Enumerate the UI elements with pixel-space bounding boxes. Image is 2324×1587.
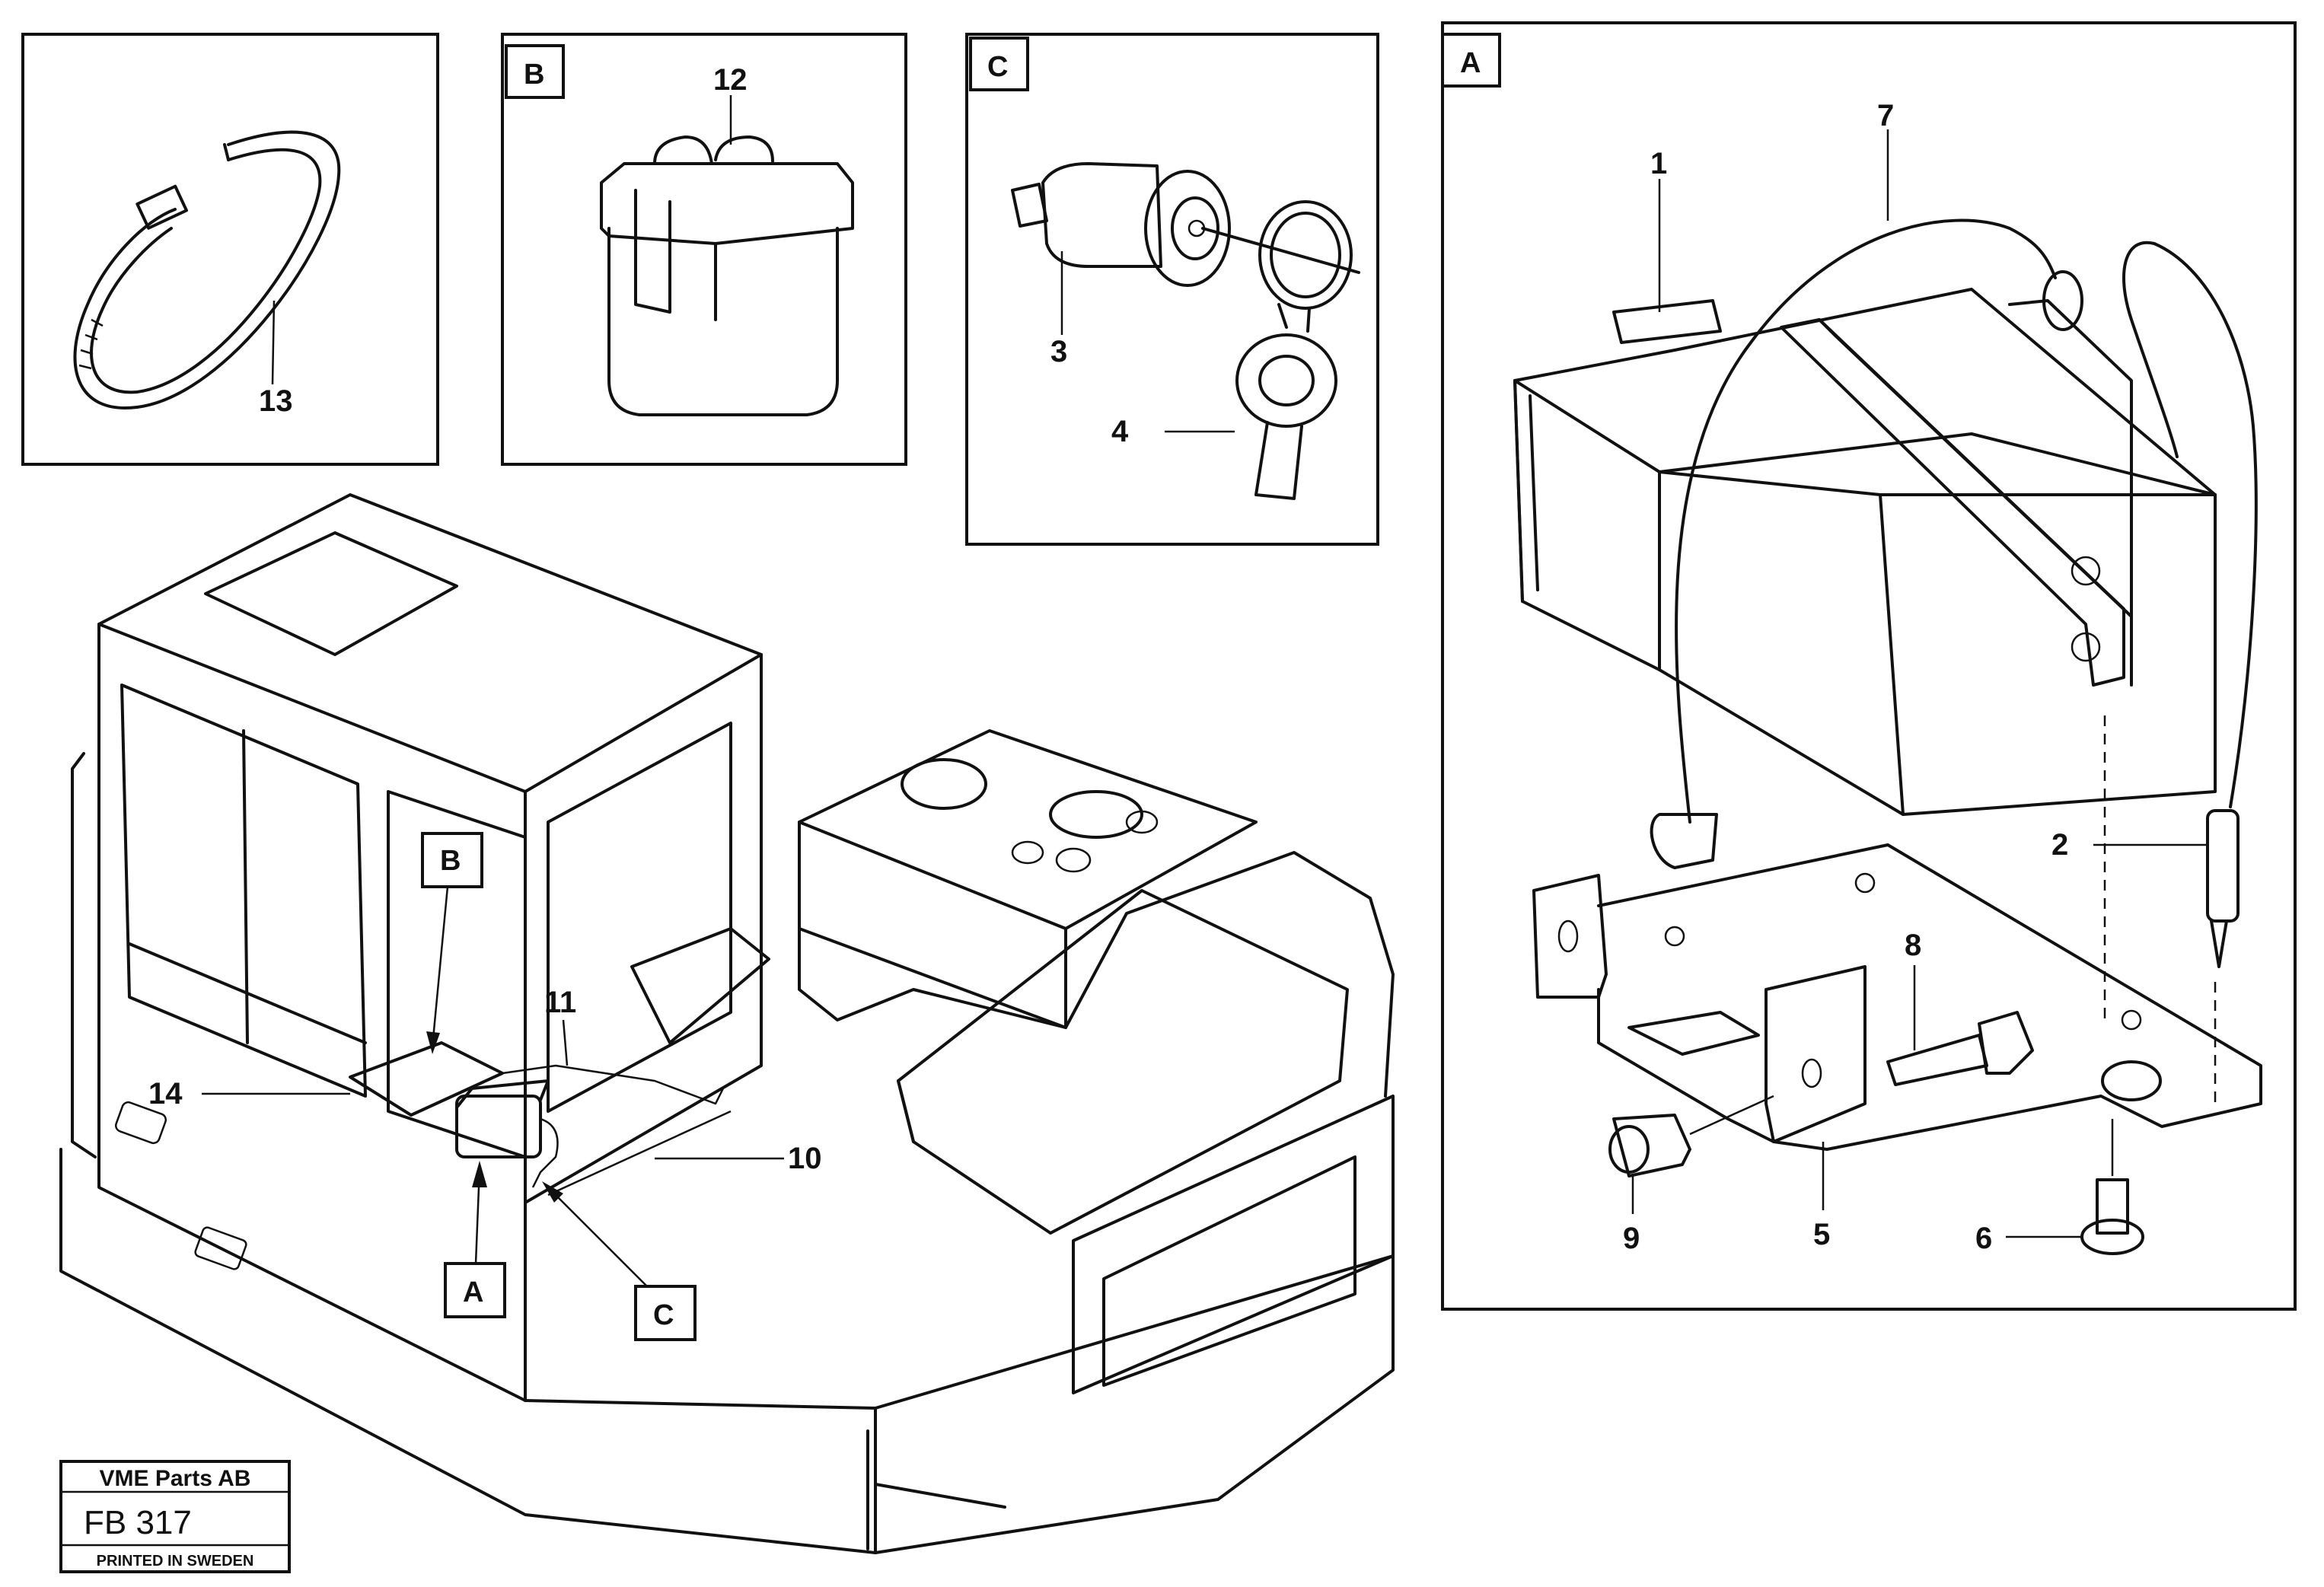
- leader-11: [562, 1019, 569, 1066]
- main-callouts: B A C 14 11 10: [148, 832, 822, 1341]
- part-number-2: 2: [2051, 828, 2068, 862]
- part-number-9: 9: [1623, 1222, 1640, 1255]
- mounting-bracket-14: [349, 1041, 504, 1117]
- part-number-10: 10: [788, 1142, 822, 1175]
- callout-a: A: [463, 1276, 483, 1308]
- cab-windshield: [120, 684, 367, 1098]
- title-block: VME Parts AB FB 317 PRINTED IN SWEDEN: [59, 1460, 291, 1573]
- callout-box-b: [421, 832, 483, 888]
- detail-frame-b: B 12: [501, 33, 907, 466]
- part-number-14: 14: [148, 1077, 183, 1111]
- frame-tag-c: C: [987, 51, 1008, 83]
- arrow-a: [472, 1161, 487, 1187]
- cab-side-window: [547, 722, 732, 1113]
- callout-box-c: [634, 1285, 697, 1341]
- company-name: VME Parts AB: [100, 1466, 251, 1491]
- socket-cap-illustration: [1235, 200, 1353, 500]
- clamp-illustration: [1780, 299, 2133, 687]
- part-number-4: 4: [1111, 415, 1129, 448]
- leader-c: [547, 1187, 648, 1287]
- sensor-cable-illustration: [2122, 241, 2258, 968]
- box-body-illustration: [1513, 288, 2217, 816]
- arrow-c: [542, 1181, 563, 1203]
- engine-hood: [798, 729, 1258, 930]
- socket-illustration: [1011, 162, 1360, 287]
- relay-installed: [455, 1095, 542, 1158]
- roof-hatch: [204, 531, 458, 656]
- part-number-1: 1: [1650, 147, 1667, 180]
- box-lid-tab: [1612, 299, 1722, 344]
- leader-b: [431, 886, 449, 1047]
- bolt-illustration: [1886, 1011, 2034, 1086]
- part-number-11: 11: [544, 986, 576, 1019]
- ground-cable-illustration: [1650, 218, 2083, 869]
- callout-c: C: [653, 1299, 674, 1331]
- harness-11: [502, 1064, 725, 1105]
- engine-cover: [897, 889, 1349, 1235]
- counterweight-side: [1072, 1095, 1395, 1394]
- harness-10: [547, 1110, 732, 1197]
- mounting-plate-illustration: [1532, 843, 2262, 1151]
- frame-tag-box-b: [505, 44, 565, 99]
- detail-frame-c: C 3 4: [965, 33, 1379, 546]
- cab-roof: [97, 493, 763, 793]
- callout-b: B: [440, 845, 461, 877]
- part-number-13: 13: [259, 384, 293, 418]
- leader-13: [271, 300, 276, 385]
- nut-illustration: [1608, 1095, 1774, 1178]
- frame-tag-box-a: [1441, 33, 1501, 88]
- frame-tag-box-c: [969, 37, 1029, 91]
- chassis-front: [59, 1148, 877, 1554]
- excavator-upper-structure: [59, 493, 1395, 1554]
- part-number-7: 7: [1877, 99, 1894, 132]
- detail-frame-a: A: [1441, 21, 2297, 1311]
- part-number-6: 6: [1975, 1222, 1992, 1255]
- part-number-5: 5: [1813, 1218, 1830, 1251]
- printed-note: PRINTED IN SWEDEN: [97, 1553, 254, 1569]
- cable-tie-illustration: [73, 130, 341, 410]
- callout-box-a: [444, 1262, 506, 1318]
- frame-tag-b: B: [524, 59, 544, 91]
- part-number-8: 8: [1905, 929, 1921, 962]
- arrow-b: [426, 1031, 440, 1054]
- part-number-3: 3: [1050, 335, 1067, 368]
- detail-frame-cable-tie: 13: [21, 33, 439, 466]
- part-number-12: 12: [713, 63, 748, 97]
- drawing-code: FB 317: [84, 1504, 192, 1541]
- frame-tag-a: A: [1460, 47, 1481, 79]
- relay-illustration: [600, 135, 854, 416]
